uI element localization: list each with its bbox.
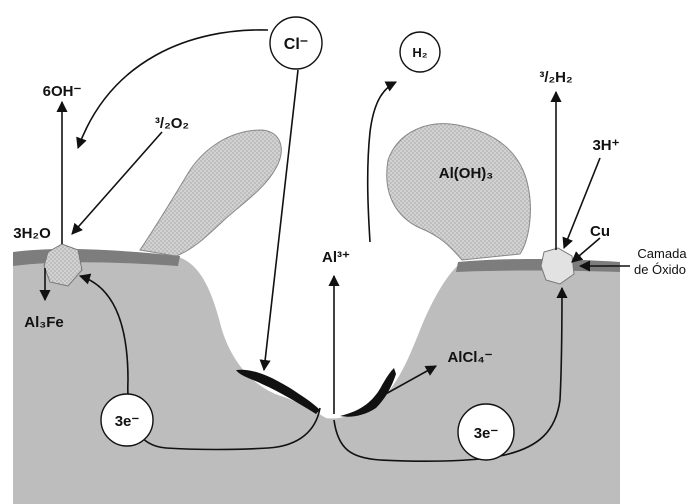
alcl4-label: AlCl₄⁻ bbox=[447, 349, 492, 366]
chloride-arrow bbox=[264, 70, 298, 370]
cu-arrow bbox=[572, 238, 600, 262]
electrons-left-label: 3e⁻ bbox=[115, 413, 140, 430]
electrons-right-label: 3e⁻ bbox=[474, 425, 499, 442]
hydrogen-gas-label: ³/₂H₂ bbox=[539, 69, 572, 86]
oxide-layer-label-line2: de Óxido bbox=[634, 262, 686, 277]
hydroxide-label: 6OH⁻ bbox=[43, 83, 82, 100]
water-label: 3H₂O bbox=[13, 225, 51, 242]
oxygen-label: ³/₂O₂ bbox=[155, 115, 189, 132]
h2-label: H₂ bbox=[412, 45, 427, 60]
al3fe-label: Al₃Fe bbox=[24, 314, 63, 331]
aluminum-hydroxide-deposit-right bbox=[387, 124, 531, 260]
oxygen-arrow bbox=[72, 132, 162, 234]
chloride-label: Cl⁻ bbox=[284, 36, 308, 53]
aluminum-ion-label: Al³⁺ bbox=[322, 249, 350, 266]
aluminum-substrate bbox=[13, 256, 620, 504]
oxide-layer-label-line1: Camada bbox=[637, 246, 687, 261]
cu-label: Cu bbox=[590, 223, 610, 240]
aluminum-hydroxide-deposit-left bbox=[140, 130, 281, 256]
hydrogen-ion-label: 3H⁺ bbox=[592, 137, 619, 154]
aluminum-hydroxide-label: Al(OH)₃ bbox=[439, 165, 493, 182]
